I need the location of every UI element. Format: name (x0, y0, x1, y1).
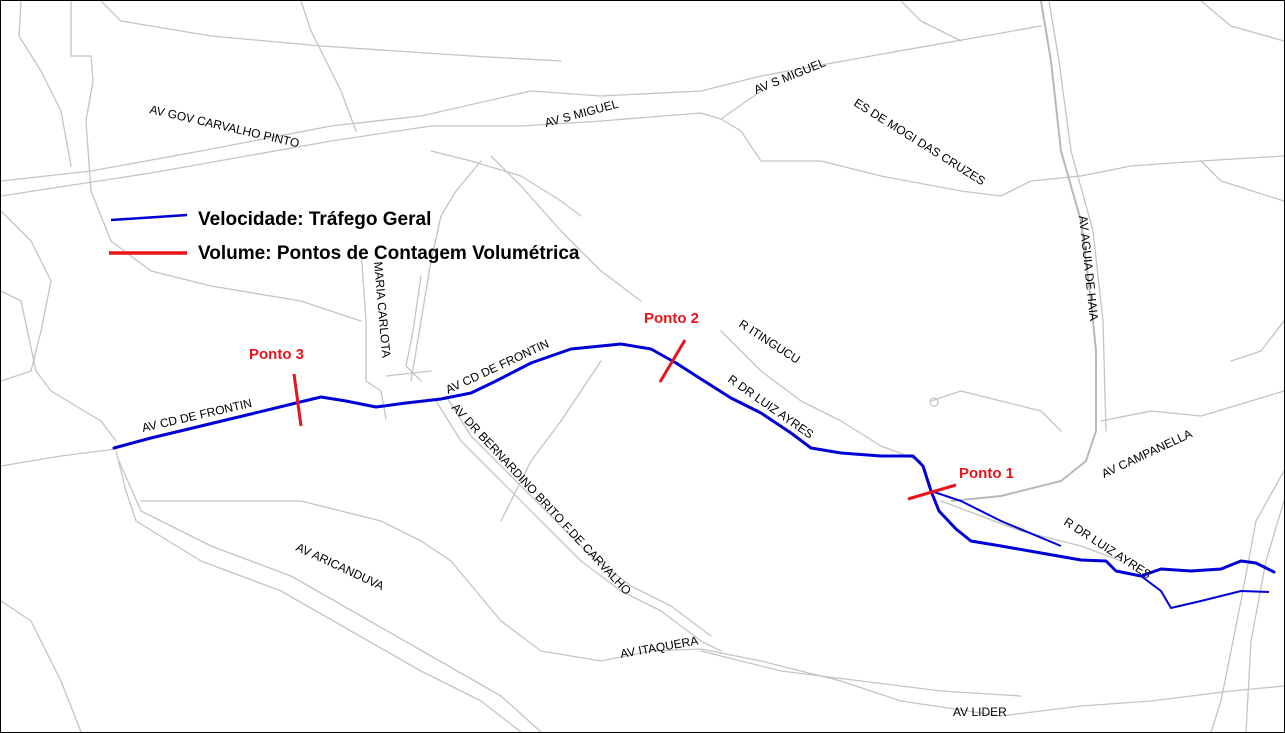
street-label-dr-luiz-ayres-1: R DR LUIZ AYRES (725, 372, 816, 441)
legend-speed-label: Velocidade: Tráfego Geral (198, 209, 431, 230)
street-label-s-miguel-1: AV S MIGUEL (543, 97, 620, 130)
speed-route (112, 342, 1276, 610)
street-label-campanella: AV CAMPANELLA (1099, 427, 1194, 481)
ponto-3-marker (292, 373, 303, 427)
street-label-bernardino: AV DR BERNARDINO BRITO F.DE CARVALHO (449, 400, 634, 597)
street-label-maria-carlota: MARIA CARLOTA (371, 261, 393, 358)
legend-volume-label: Volume: Pontos de Contagem Volumétrica (198, 243, 580, 264)
ponto-1-marker (907, 483, 957, 501)
legend-speed-swatch (110, 213, 188, 222)
street-label-lider: AV LIDER (953, 705, 1007, 719)
ponto-1-label: Ponto 1 (959, 465, 1014, 482)
ponto-3-label: Ponto 3 (249, 346, 304, 363)
street-label-dr-luiz-ayres-2: R DR LUIZ AYRES (1061, 515, 1153, 582)
count-point-labels: Ponto 1 Ponto 2 Ponto 3 (249, 310, 1014, 482)
street-label-itingucu: R ITINGUCU (736, 317, 802, 367)
street-labels: AV GOV CARVALHO PINTO AV S MIGUEL AV S M… (141, 55, 1195, 719)
street-label-cd-frontin-1: AV CD DE FRONTIN (141, 396, 254, 435)
legend: Velocidade: Tráfego Geral Volume: Pontos… (109, 209, 580, 264)
street-label-cd-frontin-2: AV CD DE FRONTIN (443, 337, 551, 397)
street-label-itaquera: AV ITAQUERA (619, 633, 699, 660)
ponto-2-label: Ponto 2 (644, 310, 699, 327)
count-points (292, 339, 957, 501)
ponto-2-marker (658, 339, 687, 383)
street-label-gov-carvalho-pinto: AV GOV CARVALHO PINTO (148, 102, 300, 150)
